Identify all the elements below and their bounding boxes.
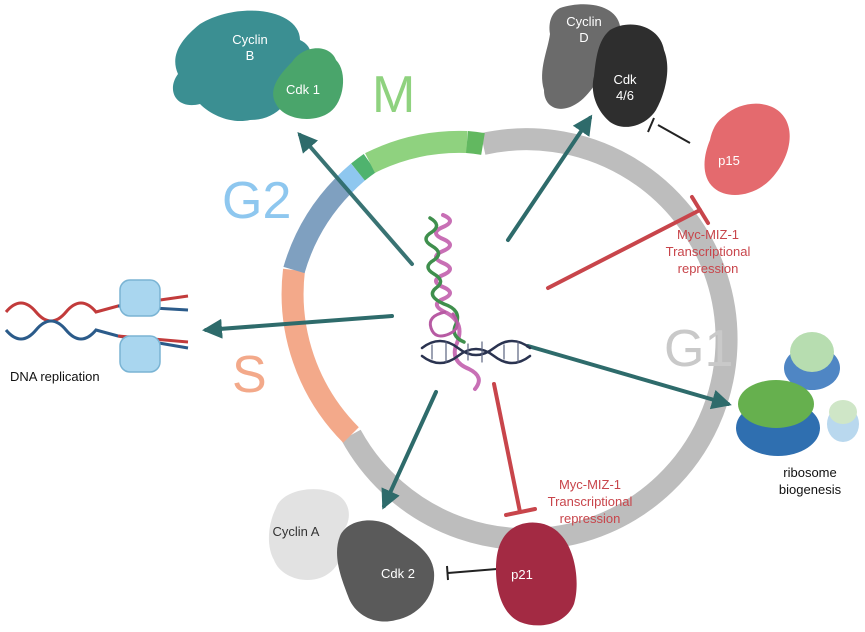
p21-label: p21 [511, 567, 533, 582]
repression-lower-line3: repression [560, 511, 621, 526]
cdk46-label-line2: 4/6 [616, 88, 634, 103]
repression-lower-line2: Transcriptional [548, 494, 633, 509]
cyclin-a-label: Cyclin A [273, 524, 320, 539]
arrow-to-cyclin-b [297, 131, 414, 266]
ring-m-segment [365, 130, 468, 173]
cyclin-d-label-line2: D [579, 30, 588, 45]
dna-strand-icon [420, 339, 532, 357]
inhibit-p21-bar [504, 507, 537, 517]
p15-label: p15 [718, 153, 740, 168]
cdk2-shape [337, 520, 435, 622]
cdk46-label-line1: Cdk [613, 72, 637, 87]
p21-shape [496, 522, 577, 626]
polymerase-bottom-icon [119, 335, 161, 373]
repression-label-lower: Myc-MIZ-1 Transcriptional repression [548, 477, 633, 526]
arrow-to-dna-replication [202, 314, 394, 339]
cyclin-b-cdk1-complex: Cyclin B Cdk 1 [172, 10, 344, 122]
ring-s-segment [281, 268, 359, 443]
phase-label-g1: G1 [664, 320, 733, 378]
dna-strand-2-icon [420, 347, 532, 365]
protein-loop-icon [428, 310, 459, 338]
inhibit-p15-bar [690, 195, 710, 225]
ribosome-large-top-icon [738, 380, 814, 428]
inhibit-p21-cdk2-line [447, 568, 498, 574]
ring-m-dark-end [465, 131, 485, 155]
phase-label-g2: G2 [222, 172, 291, 230]
phase-label-s: S [232, 346, 267, 404]
dna-replication-label: DNA replication [10, 369, 100, 384]
cdk1-shape [273, 48, 344, 119]
ring-g2-segment [283, 178, 352, 274]
arrow-to-cyclin-d [506, 114, 593, 242]
cyclin-d-cdk46-complex: Cyclin D Cdk 4/6 [542, 4, 668, 127]
inhibition-lines [492, 195, 710, 517]
cyclin-b-label-line1: Cyclin [232, 32, 267, 47]
max-helix-icon [424, 216, 466, 344]
black-inhibitions [446, 117, 691, 581]
ring-g2-light-segment [335, 163, 366, 194]
cyclin-d-label-line1: Cyclin [566, 14, 601, 29]
p21-protein: p21 [496, 522, 577, 626]
inhibit-p21-cdk2-bar [446, 565, 449, 581]
repression-label-upper: Myc-MIZ-1 Transcriptional repression [666, 227, 751, 276]
p15-protein: p15 [704, 103, 790, 195]
cdk2-label: Cdk 2 [381, 566, 415, 581]
dna-replication-fork [4, 279, 189, 373]
activation-arrows [202, 114, 732, 510]
arrow-to-cdk2 [381, 390, 438, 510]
cyclin-a-cdk2-complex: Cyclin A Cdk 2 [268, 489, 435, 622]
ribosome-label-line2: biogenesis [779, 482, 842, 497]
phase-label-m: M [372, 66, 415, 124]
cyclin-d-shape [542, 4, 627, 109]
repression-lower-line1: Myc-MIZ-1 [559, 477, 621, 492]
repression-upper-line2: Transcriptional [666, 244, 751, 259]
dna-parent-strand-blue [4, 319, 189, 350]
repression-upper-line1: Myc-MIZ-1 [677, 227, 739, 242]
polymerase-top-icon [119, 279, 161, 317]
cdk1-label: Cdk 1 [286, 82, 320, 97]
ribosome-small-top-icon [790, 332, 834, 372]
inhibit-p15-cdk46-line [657, 124, 691, 144]
myc-max-dna-structure [420, 213, 532, 391]
arrow-to-ribosome [526, 344, 732, 410]
dna-rungs-icon [431, 341, 519, 363]
ring-m-dark-start [351, 153, 377, 181]
ribosome-complex [736, 332, 859, 456]
ribosome-side-top-icon [829, 400, 857, 424]
ribosome-label-line1: ribosome [783, 465, 836, 480]
inhibit-p15-cdk46-bar [647, 117, 655, 133]
cell-cycle-ring [281, 128, 738, 551]
cyclin-a-shape [268, 489, 349, 580]
ring-g1-segment [341, 128, 738, 551]
repression-upper-line3: repression [678, 261, 739, 276]
inhibit-p15-line [546, 208, 702, 290]
cdk46-shape [592, 24, 668, 127]
p15-shape [704, 103, 790, 195]
cyclin-b-label-line2: B [246, 48, 255, 63]
inhibit-p21-line [492, 382, 522, 514]
